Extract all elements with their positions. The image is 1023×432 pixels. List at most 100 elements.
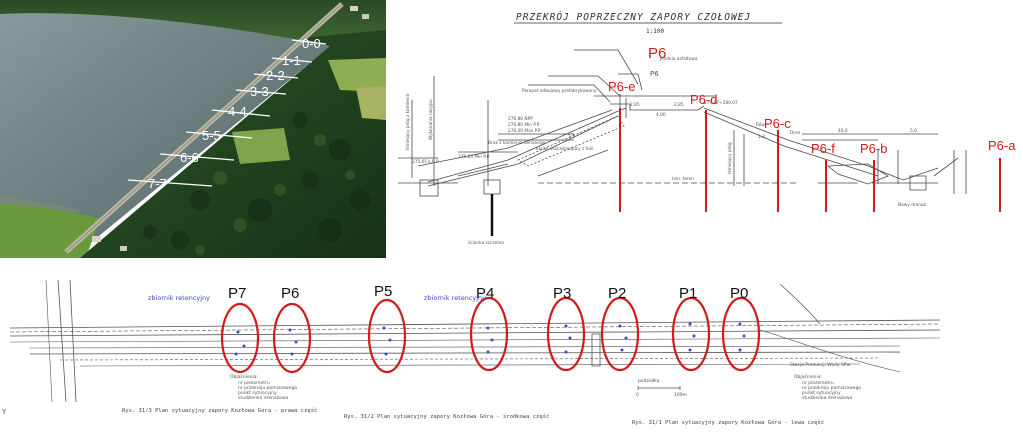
txt-ditch: Rów xyxy=(756,121,765,128)
plan-label-p1: P1 xyxy=(679,285,697,302)
plan-lineart xyxy=(9,279,941,403)
plan-label-p2: P2 xyxy=(608,285,626,302)
txt-screen: Ekran uszczelniający z folii xyxy=(536,146,593,152)
legend-item-right-0: nr piezometru xyxy=(802,380,834,386)
ellipse-p3 xyxy=(546,296,586,372)
label-p6-c: P6-c xyxy=(764,116,791,131)
profile-lines xyxy=(127,39,327,187)
ellipse-p1 xyxy=(671,296,711,372)
txt-wall: ścianka szczelna xyxy=(468,239,504,246)
scale-end: 100m xyxy=(674,392,687,398)
label-p6-a: P6-a xyxy=(988,138,1016,153)
caption-right: Rys. 31/1 Plan sytuacyjny zapory Kozłowa… xyxy=(632,419,824,426)
label-p6-e: P6-e xyxy=(608,79,635,94)
photo-label-2: 2-2 xyxy=(266,68,285,83)
plan-profile-ellipses xyxy=(220,296,761,374)
cross-section-drawing: PRZEKRÓJ POPRZECZNY ZAPORY CZOŁOWEJ 1:10… xyxy=(398,0,1023,262)
cross-section-canvas: PRZEKRÓJ POPRZECZNY ZAPORY CZOŁOWEJ 1:10… xyxy=(398,11,1016,246)
legend-item-right-3: studzienka drenażowa xyxy=(802,395,853,401)
ellipse-p7 xyxy=(220,302,260,374)
section-red-labels: P6 P6-e P6-d P6-c P6-f P6-b P6-a xyxy=(608,45,1016,156)
plan-blue-text: zbiornik retencyjny zbiornik retencyjny xyxy=(148,294,486,302)
txt-elev1: 276,80 NPP xyxy=(508,116,533,122)
plan-points xyxy=(234,322,746,356)
legend-item-3: studzienka drenażowa xyxy=(238,395,289,401)
txt-dim6: 40,0 xyxy=(838,128,848,134)
txt-dim7: 5,0 xyxy=(910,128,917,134)
ellipse-p0 xyxy=(721,296,761,372)
label-p6-b: P6-b xyxy=(860,141,887,156)
legend-item-right-1: nr przekroju pomiarowego xyxy=(802,385,861,391)
reservoir-water xyxy=(0,13,338,258)
aerial-photo-canvas: 0-0 1-1 2-2 3-3 4-4 5-5 6-6 7-7 xyxy=(0,0,386,258)
txt-vert3: Istniejący próg xyxy=(726,142,733,174)
txt-stop: Bruk z kamienia łamanego xyxy=(488,140,546,146)
ellipse-p6 xyxy=(272,302,312,374)
photo-profile-labels: 0-0 1-1 2-2 3-3 4-4 5-5 6-6 7-7 xyxy=(148,36,321,191)
legend-item-1: nr przekroju pomiarowego xyxy=(238,385,297,391)
plan-label-p7: P7 xyxy=(228,285,246,302)
photo-label-6: 6-6 xyxy=(180,150,199,165)
plan-small-text: Stacja Produkcji Wody SPw podziałka 0 10… xyxy=(230,362,861,401)
txt-newdrain: Nowy drenaż xyxy=(898,202,927,208)
section-title: PRZEKRÓJ POPRZECZNY ZAPORY CZOŁOWEJ xyxy=(516,11,751,23)
legend-item-0: nr piezometru xyxy=(238,380,270,386)
txt-elev4: 275,65 Ł.Ł.P xyxy=(412,159,439,165)
txt-elev2: 276,80 Min P.P. xyxy=(508,122,540,128)
legend-title-right: Objaśnienia: xyxy=(794,373,822,380)
photo-label-0: 0-0 xyxy=(302,36,321,51)
plan-profile-labels: P7 P6 P5 P4 P3 P2 P1 P0 xyxy=(228,283,748,302)
section-scale: 1:100 xyxy=(646,28,664,35)
txt-elev5: 275,63 Min P.P. xyxy=(458,154,490,160)
txt-vert1: Istniejący próg z kamienia xyxy=(404,93,411,150)
forest xyxy=(80,30,386,258)
ellipse-p5 xyxy=(367,298,407,374)
plan-label-p3: P3 xyxy=(553,285,571,302)
txt-parapet: Parapet odbojowy prefabrykowany xyxy=(522,88,597,94)
txt-dim2: 2,85 xyxy=(674,102,684,108)
txt-dim3: 4,00 xyxy=(656,112,666,118)
txt-crest: Jezdnia asfaltowa xyxy=(659,56,698,62)
reservoir-label-1: zbiornik retencyjny xyxy=(148,294,210,302)
reservoir-label-2: zbiornik retencyjny xyxy=(424,294,486,302)
txt-dim1: 2,85 xyxy=(630,102,640,108)
txt-elev3: 276,00 Max P.P. xyxy=(508,128,541,134)
plan-captions: Rys. 31/3 Plan sytuacyjny zapory Kozłowa… xyxy=(122,407,824,426)
plan-label-p6: P6 xyxy=(281,285,299,302)
label-p6-d: P6-d xyxy=(690,92,717,107)
site-plan-drawing: P7 P6 P5 P4 P3 P2 P1 P0 zbiornik retency… xyxy=(0,262,1023,427)
label-p6-main: P6 xyxy=(648,45,666,62)
north-arrow-label: Y xyxy=(1,408,7,416)
scale-zero: 0 xyxy=(636,392,639,398)
photo-label-5: 5-5 xyxy=(202,128,221,143)
legend-item-right-2: punkt sytuacyjny xyxy=(802,390,841,396)
ellipse-p4 xyxy=(469,296,509,372)
caption-left: Rys. 31/3 Plan sytuacyjny zapory Kozłowa… xyxy=(122,407,317,414)
plan-label-p0: P0 xyxy=(730,285,748,302)
ellipse-p2 xyxy=(600,296,640,372)
field-upper-right xyxy=(328,58,386,92)
road-label: Stacja Produkcji Wody SPw xyxy=(790,362,851,368)
plan-label-p5: P5 xyxy=(374,283,392,300)
section-small-text: Jezdnia asfaltowa P6 Parapet odbojowy pr… xyxy=(404,56,927,246)
section-lineart xyxy=(398,49,967,236)
aerial-photo: 0-0 1-1 2-2 3-3 4-4 5-5 6-6 7-7 xyxy=(0,0,386,258)
section-red-lines xyxy=(619,108,1001,212)
txt-elev6: 279,87÷280,07 xyxy=(704,100,738,106)
photo-label-4: 4-4 xyxy=(228,104,247,119)
photo-label-3: 3-3 xyxy=(250,84,269,99)
photo-label-7: 7-7 xyxy=(148,176,167,191)
photo-label-1: 1-1 xyxy=(282,53,301,68)
txt-vert2: Wykonanie nasypu xyxy=(428,99,434,140)
txt-dim5: 1:3 xyxy=(758,134,765,140)
txt-p6-small: P6 xyxy=(650,70,659,78)
caption-middle: Rys. 31/2 Plan sytuacyjny zapory Kozłowa… xyxy=(344,413,549,420)
scale-label: podziałka xyxy=(638,378,660,384)
txt-drain: Dren xyxy=(790,130,801,136)
site-plan-canvas: P7 P6 P5 P4 P3 P2 P1 P0 zbiornik retency… xyxy=(1,279,941,426)
legend-title: Objaśnienia: xyxy=(230,373,258,380)
plan-label-p4: P4 xyxy=(476,285,494,302)
label-p6-f: P6-f xyxy=(811,141,835,156)
legend-item-2: punkt sytuacyjny xyxy=(238,390,277,396)
txt-dim4: 1:2 xyxy=(568,134,575,140)
